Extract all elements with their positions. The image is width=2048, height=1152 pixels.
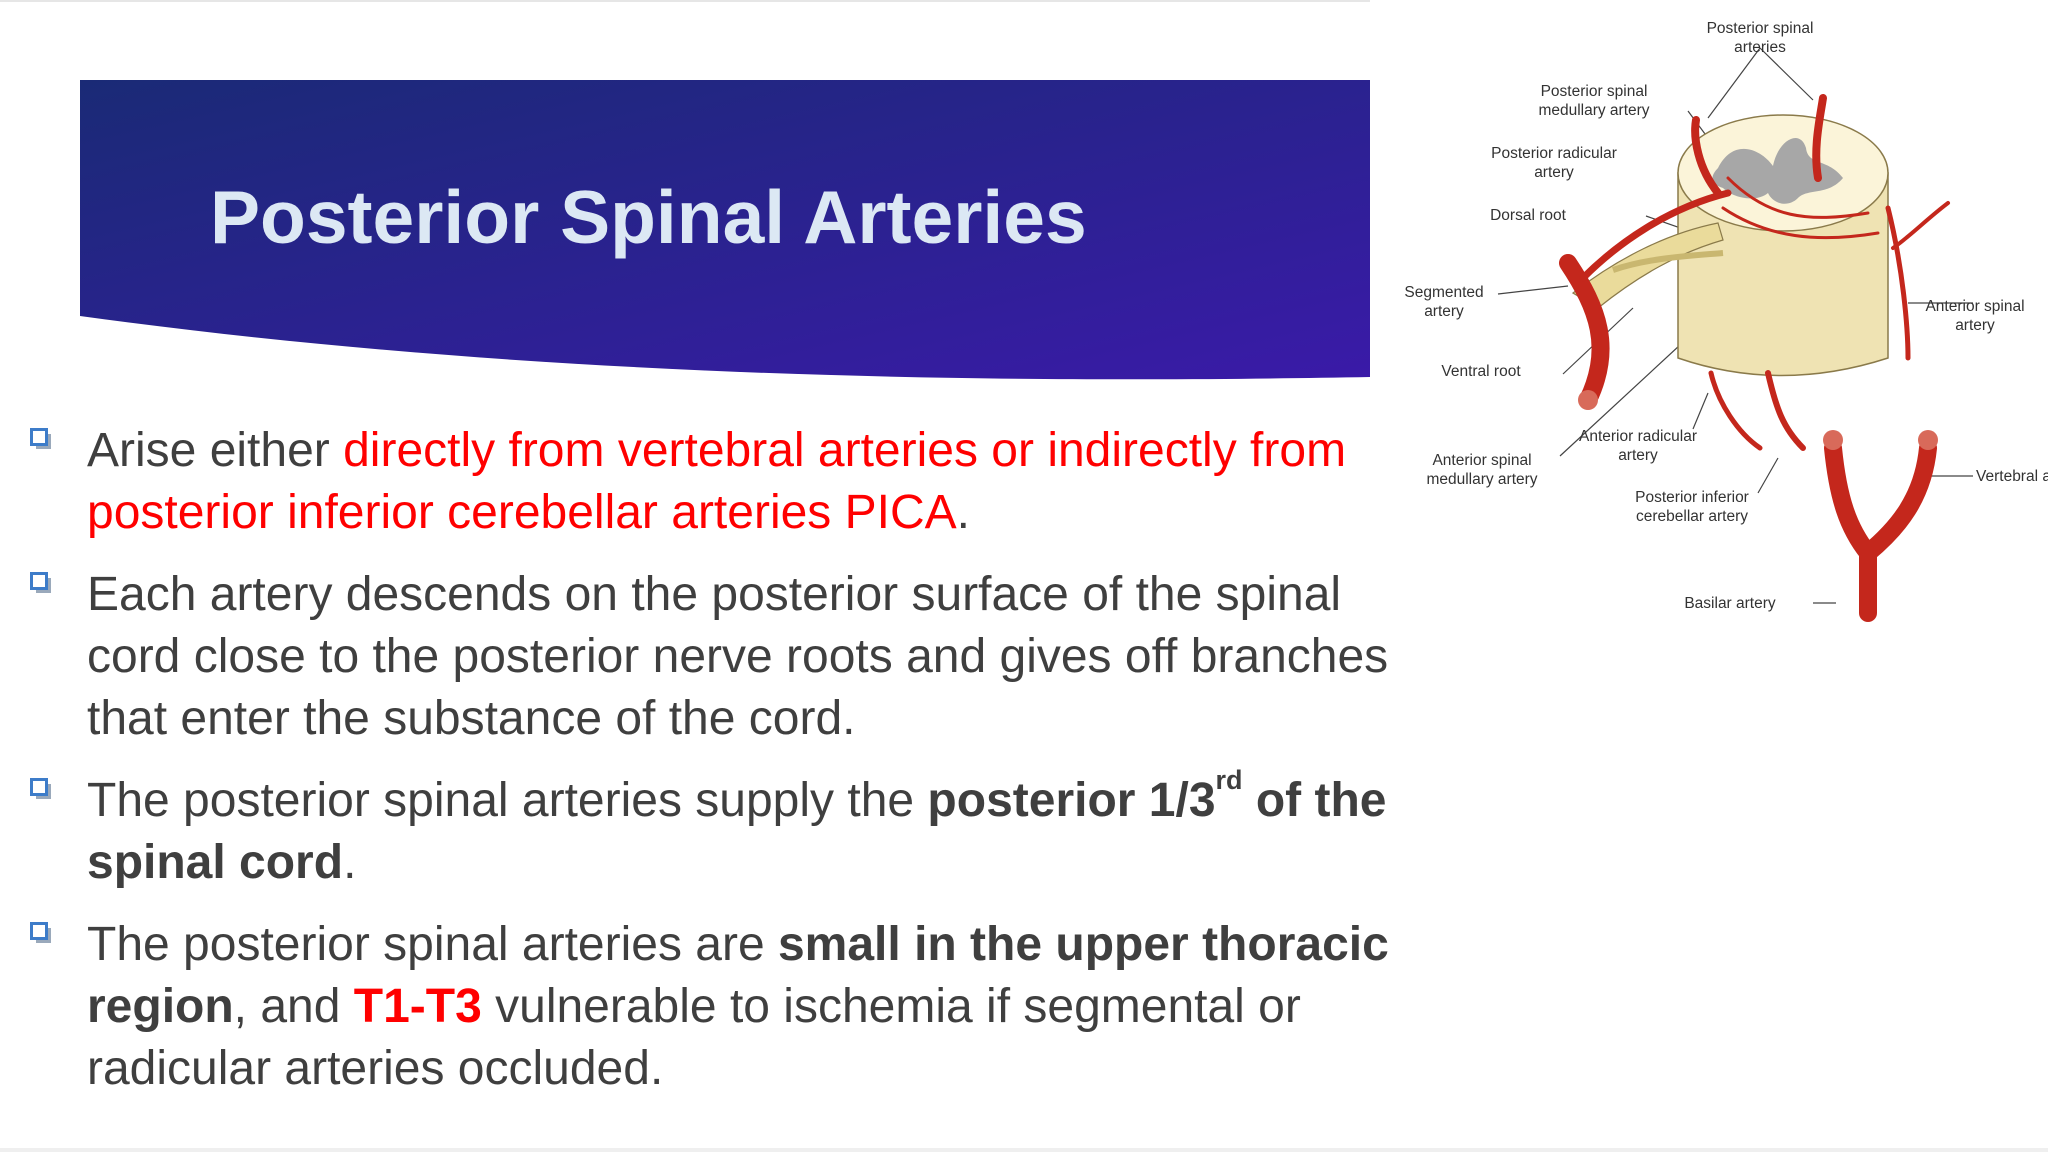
bullet-text: Each artery descends on the posterior su… [87, 568, 1389, 745]
square-checkbox-icon [30, 922, 51, 943]
square-checkbox-icon [30, 428, 51, 449]
spinal-cord [1677, 114, 1889, 377]
bullet-highlight: T1-T3 [353, 980, 482, 1033]
bullet-highlight: directly from vertebral arteries or indi… [87, 424, 1347, 539]
top-divider [0, 0, 1370, 2]
bullet-text: , and [233, 980, 354, 1033]
bullet-item: Arise either directly from vertebral art… [30, 420, 1400, 544]
bullet-text: The posterior spinal arteries are [87, 918, 778, 971]
ventral-root [1612, 250, 1724, 273]
bullet-emphasis: posterior 1/3 [927, 774, 1216, 827]
label-ventral-root: Ventral root [1441, 363, 1521, 380]
title-banner [80, 80, 1370, 380]
square-checkbox-icon [30, 778, 51, 799]
bullet-item: The posterior spinal arteries are small … [30, 914, 1400, 1100]
bottom-divider [0, 1148, 2048, 1152]
dorsal-root [1571, 222, 1724, 309]
bullet-item: Each artery descends on the posterior su… [30, 564, 1400, 750]
label-vertebral-artery: Vertebral artery [1976, 468, 2048, 485]
artery-openings [1578, 390, 1938, 450]
superscript: rd [1215, 765, 1243, 795]
bullet-emphasis: small in the upper thoracic region [87, 918, 1389, 1033]
bullet-item: The posterior spinal arteries supply the… [30, 767, 1400, 894]
square-checkbox-icon [30, 572, 51, 593]
arteries [1559, 94, 1950, 622]
bullet-text: Arise either [87, 424, 344, 477]
slide-title: Posterior Spinal Arteries [210, 175, 1087, 259]
bullet-text: . [956, 486, 971, 539]
bullet-text: The posterior spinal arteries supply the [87, 774, 928, 827]
bullet-emphasis: of the spinal cord [87, 774, 1387, 889]
label-basilar-artery: Basilar artery [1684, 595, 1776, 612]
bullet-text: . [343, 836, 357, 889]
bullet-text: vulnerable to ischemia if segmental or r… [87, 980, 1301, 1095]
bullet-list: Arise either directly from vertebral art… [30, 420, 1400, 1120]
label-dorsal-root: Dorsal root [1490, 207, 1566, 224]
